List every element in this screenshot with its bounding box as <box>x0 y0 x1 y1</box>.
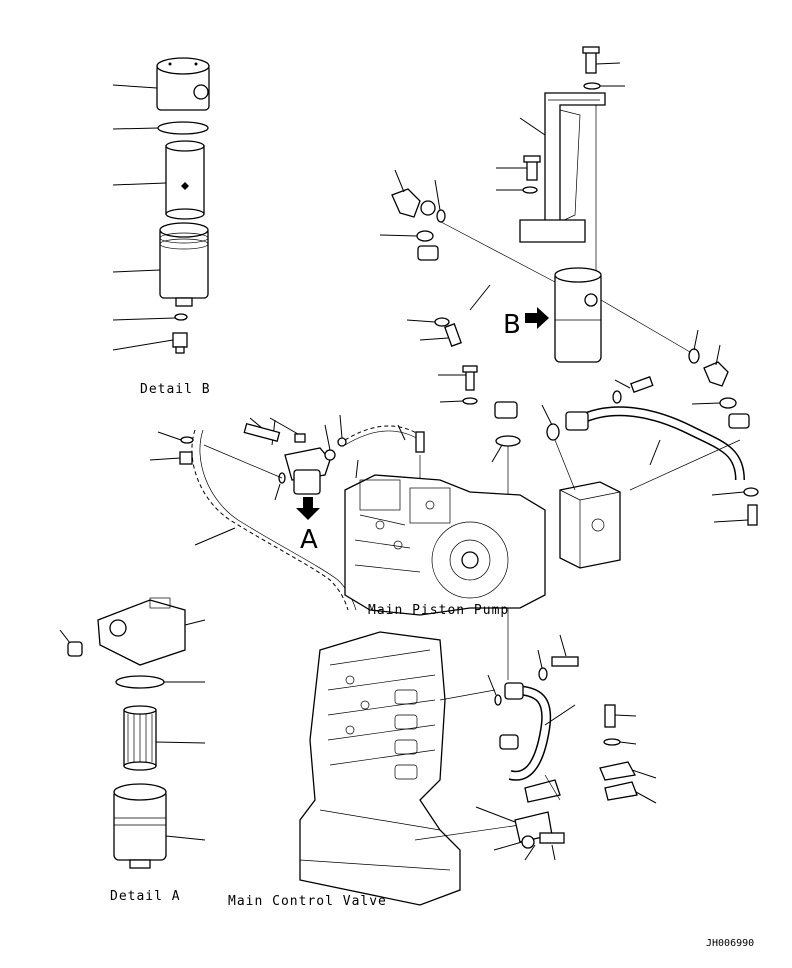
upper-hose-group <box>379 169 556 680</box>
detail-b-group: Detail B <box>112 57 211 397</box>
main-piston-pump: Main Piston Pump <box>344 474 546 618</box>
detail-a-group: Detail A <box>59 597 206 904</box>
detail-b-label: Detail B <box>140 382 211 397</box>
main-piston-pump-label: Main Piston Pump <box>368 603 509 618</box>
view-a-marker: A <box>300 525 318 555</box>
port-block <box>559 481 621 569</box>
right-hose-group <box>541 299 759 569</box>
o-ring-b2 <box>174 313 188 321</box>
filter-element-b <box>165 140 205 220</box>
main-control-valve-label: Main Control Valve <box>228 894 387 909</box>
main-control-valve: Main Control Valve <box>228 631 521 909</box>
drain-plug-b <box>172 332 188 354</box>
o-ring-b1 <box>157 121 209 135</box>
o-ring-a <box>115 675 165 689</box>
filter-case-a <box>113 783 167 869</box>
bracket-group <box>496 46 625 270</box>
filter-b-mounted: B <box>503 267 602 363</box>
drawing-code: JH006990 <box>706 938 754 949</box>
lower-tube-group <box>475 634 657 861</box>
filter-case-b <box>159 222 209 307</box>
detail-a-label: Detail A <box>110 889 181 904</box>
filter-head-b <box>156 57 210 111</box>
filter-element-a <box>123 705 157 771</box>
filter-head-a <box>97 597 186 666</box>
filter-a-mounted: A <box>149 414 425 611</box>
view-b-marker: B <box>503 310 521 340</box>
